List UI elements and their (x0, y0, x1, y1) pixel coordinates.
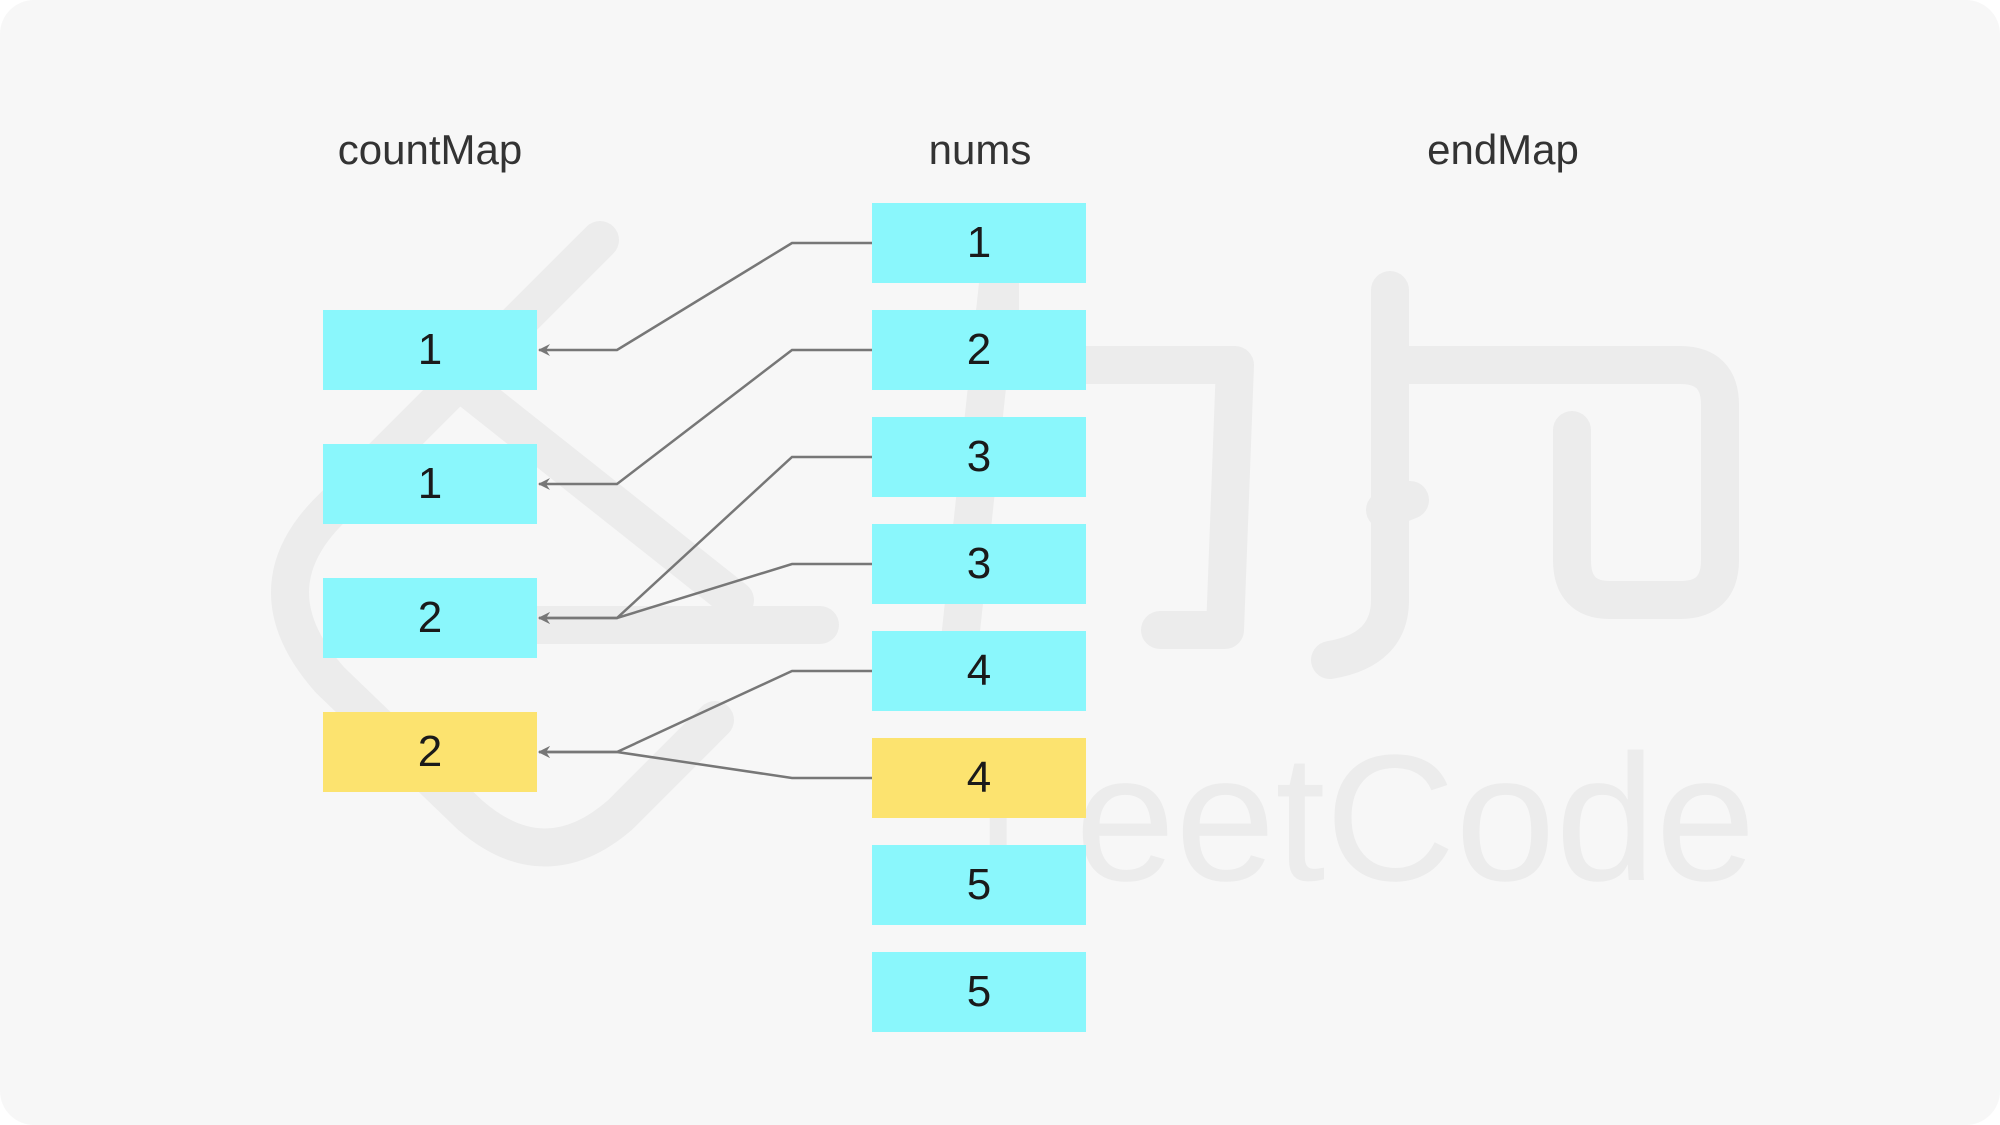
nums-cell: 2 (872, 310, 1086, 390)
nums-cell: 4 (872, 631, 1086, 711)
nums-cell: 5 (872, 952, 1086, 1032)
mapping-arrow (538, 562, 872, 624)
mapping-arrow (538, 746, 872, 780)
nums-cell: 4 (872, 738, 1086, 818)
mapping-arrow (538, 241, 872, 356)
endmap-heading: endMap (1427, 126, 1579, 173)
countmap-cell: 2 (323, 578, 537, 658)
countmap-heading: countMap (337, 126, 523, 173)
countmap-cell: 1 (323, 310, 537, 390)
nums-cell: 5 (872, 845, 1086, 925)
nums-cell: 3 (872, 417, 1086, 497)
countmap-cell: 1 (323, 444, 537, 524)
countmap-cell: 2 (323, 712, 537, 792)
nums-cell: 3 (872, 524, 1086, 604)
mapping-arrow (538, 455, 872, 624)
nums-heading: nums (928, 126, 1032, 173)
nums-cell: 1 (872, 203, 1086, 283)
mapping-arrow (538, 669, 872, 758)
watermark-brand-text: LeetCode (975, 718, 1756, 919)
mapping-arrow (538, 348, 872, 490)
